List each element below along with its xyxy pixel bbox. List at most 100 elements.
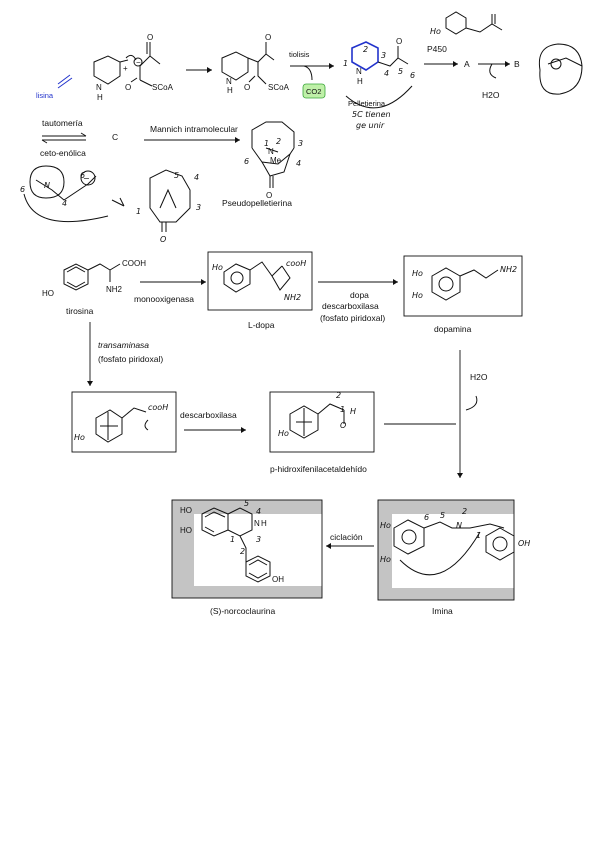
num-2-pseudo: 2 (276, 137, 281, 146)
o-atom-2: O (125, 83, 131, 92)
left-hand-sketch (23, 165, 125, 223)
equilibrium-arrows (41, 132, 87, 144)
pelletierine-ring (351, 41, 409, 71)
label-b: B (514, 59, 520, 69)
cooh-hand-keto: cooH (148, 403, 168, 412)
arrow-2 (290, 63, 334, 81)
h2o-top-label: H2O (482, 90, 500, 100)
num-1-imine: 1 (476, 531, 481, 540)
plus-sign: + (123, 64, 128, 73)
arrow-descarboxilasa (184, 427, 246, 433)
num-3-pseudo: 3 (298, 139, 303, 148)
ho-imine-2: Ho (380, 555, 391, 564)
top-right-structure (445, 11, 503, 35)
piperidine-ring-2 (221, 42, 275, 85)
num-1-hand2: 1 (136, 207, 141, 216)
n-atom-2: N (226, 77, 232, 86)
num-5-pel: 5 (398, 67, 403, 76)
arrow-a-b (478, 61, 510, 79)
note-line-2: ge unir (356, 121, 385, 130)
num-4-hand: 4 (62, 199, 67, 208)
ldopa-sketch (223, 261, 291, 293)
ho-hand-ldopa: Ho (212, 263, 223, 272)
arrow-dopa-descarboxilasa (318, 279, 398, 285)
nh-norco: N (254, 519, 260, 528)
o-atom-4: O (244, 83, 250, 92)
label-a: A (464, 59, 470, 69)
ldopa-box (207, 251, 313, 311)
dopamina-sketch (431, 267, 499, 301)
p450-label: P450 (427, 44, 447, 54)
o-atom-3: O (265, 33, 271, 42)
num-4-pel: 4 (384, 69, 389, 78)
co2-box (302, 83, 326, 99)
num-5-norco: 5 (244, 499, 249, 508)
ketoacid-box (71, 391, 177, 453)
lisina-arrow (57, 74, 73, 89)
oh-imine: OH (518, 539, 530, 548)
ho-hand-dopamina-1: Ho (412, 269, 423, 278)
dopa-desc-3: (fosfato piridoxal) (320, 313, 385, 323)
o-hand-ald: O (340, 421, 346, 430)
ldopa-label: L-dopa (248, 320, 275, 330)
num-1-norco: 1 (230, 535, 235, 544)
h-hand-ald: H (350, 407, 356, 416)
num-6-pel: 6 (410, 71, 415, 80)
h-atom-3: H (357, 77, 363, 86)
num-2-imine: 2 (462, 507, 467, 516)
aldehyde-box (269, 391, 375, 453)
ho-top-right: Ho (430, 27, 441, 36)
n-hand-1: N (44, 181, 50, 190)
nh2-tyrosine: NH2 (106, 285, 123, 294)
num-4-pseudo: 4 (296, 159, 301, 168)
mannich-label: Mannich intramolecular (150, 124, 238, 134)
arrow-dopamine-down (457, 350, 478, 478)
arrow-ciclacion (326, 543, 374, 549)
ho-hand-ald: Ho (278, 429, 289, 438)
minus-sign: − (136, 58, 141, 67)
arrow-1 (186, 67, 212, 73)
label-c: C (112, 132, 118, 142)
num-6-imine: 6 (424, 513, 429, 522)
cooh-hand-ldopa: cooH (286, 259, 306, 268)
imine-inner (392, 514, 514, 588)
ho-imine-1: Ho (380, 521, 391, 530)
num-5-hand2: 5 (174, 171, 179, 180)
num-6-pseudo: 6 (244, 157, 249, 166)
monooxigenasa-label: monooxigenasa (134, 294, 194, 304)
num-3-hand2: 3 (196, 203, 201, 212)
num-2-norco: 2 (240, 547, 245, 556)
acetoacetyl-coa (130, 42, 161, 87)
note-line-1: 5C tienen (352, 110, 391, 119)
h-atom-1: H (97, 93, 103, 102)
scoa-1: SCoA (152, 83, 174, 92)
n-atom-3: N (356, 67, 362, 76)
num-2-ald: 2 (336, 391, 341, 400)
ho-tyrosine: HO (42, 289, 54, 298)
num-1-ald: 1 (340, 405, 345, 414)
o-atom-1: O (147, 33, 153, 42)
phpa-label: p-hidroxifenilacetaldehído (270, 464, 367, 474)
num-1-pseudo: 1 (264, 139, 269, 148)
nh2-hand-ldopa: NH2 (284, 293, 301, 302)
transaminasa-cofactor: (fosfato piridoxal) (98, 354, 163, 364)
pelletierine-curved-arrow (345, 85, 413, 109)
ciclacion-label: ciclación (330, 532, 363, 542)
imina-label: Imina (432, 606, 453, 616)
ho-norco-2: HO (180, 526, 192, 535)
nh2-hand-dopamina: NH2 (500, 265, 517, 274)
norcoclaurine-box (171, 499, 323, 599)
scoa-2: SCoA (268, 83, 290, 92)
ho-hand-keto: Ho (74, 433, 85, 442)
tiolisis-label: tiolisis (289, 50, 310, 59)
n-imine: N (456, 521, 462, 530)
transaminasa-label: transaminasa (98, 340, 149, 350)
middle-hand-sketch (149, 169, 191, 232)
num-5-imine: 5 (440, 511, 445, 520)
arrow-transaminasa (87, 322, 93, 386)
arrow-p450 (424, 61, 458, 67)
co2-label: CO2 (306, 87, 321, 96)
n-atom-1: N (96, 83, 102, 92)
